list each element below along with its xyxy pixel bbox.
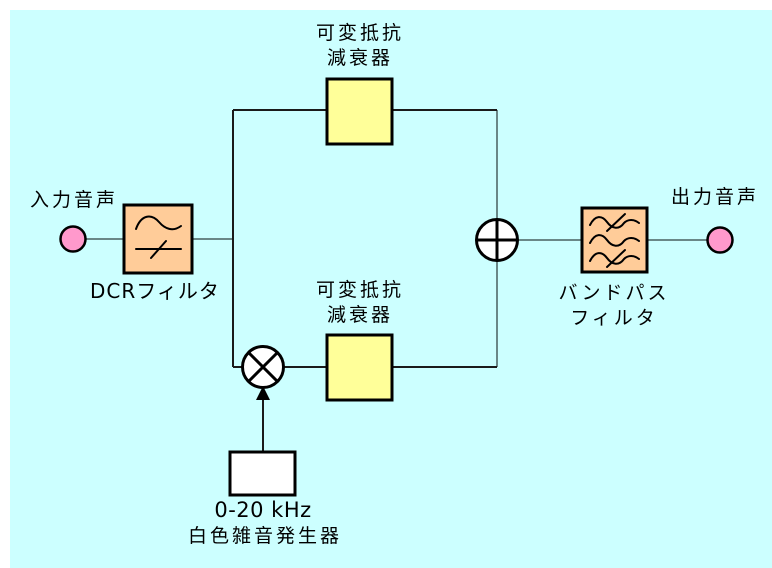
- output-terminal-label: 出力音声: [670, 186, 759, 208]
- output-terminal: [706, 226, 734, 254]
- attenuator-top-box: [325, 77, 394, 146]
- plus-icon: [476, 219, 518, 261]
- dcr-filter-label: DCRフィルタ: [90, 279, 220, 303]
- wire-branch-loop: [232, 109, 497, 368]
- dcr-filter-box: [122, 203, 194, 275]
- attenuator-bottom-label: 可変抵抗 減衰器: [300, 278, 420, 328]
- noise-generator-name-label: 白色雑音発生器: [187, 525, 342, 547]
- multiply-icon: [247, 351, 279, 383]
- input-terminal-label: 入力音声: [29, 189, 118, 211]
- wire-gray-signal-path: [86, 238, 707, 241]
- noise-generator-freq-label: 0-20 kHz: [214, 498, 312, 522]
- arrow-up-icon: [256, 386, 270, 400]
- lowpass-filter-symbol-icon: [135, 215, 182, 259]
- bandpass-filter-label-line1: バンドパス: [558, 282, 670, 304]
- attenuator-top-label-line2: 減衰器: [326, 47, 393, 69]
- bandpass-filter-label: バンドパス フィルタ: [553, 281, 675, 331]
- input-terminal: [59, 225, 87, 253]
- attenuator-bottom-label-line2: 減衰器: [326, 304, 393, 326]
- attenuator-bottom-box: [325, 333, 394, 402]
- bandpass-filter-symbol-icon: [589, 213, 640, 268]
- adder-node: [475, 218, 519, 262]
- noise-generator-box: [228, 450, 297, 497]
- attenuator-top-label-line1: 可変抵抗: [315, 22, 404, 44]
- attenuator-bottom-label-line1: 可変抵抗: [315, 279, 404, 301]
- bandpass-filter-label-line2: フィルタ: [570, 307, 658, 329]
- multiplier-node: [241, 345, 285, 389]
- attenuator-top-label: 可変抵抗 減衰器: [300, 21, 420, 71]
